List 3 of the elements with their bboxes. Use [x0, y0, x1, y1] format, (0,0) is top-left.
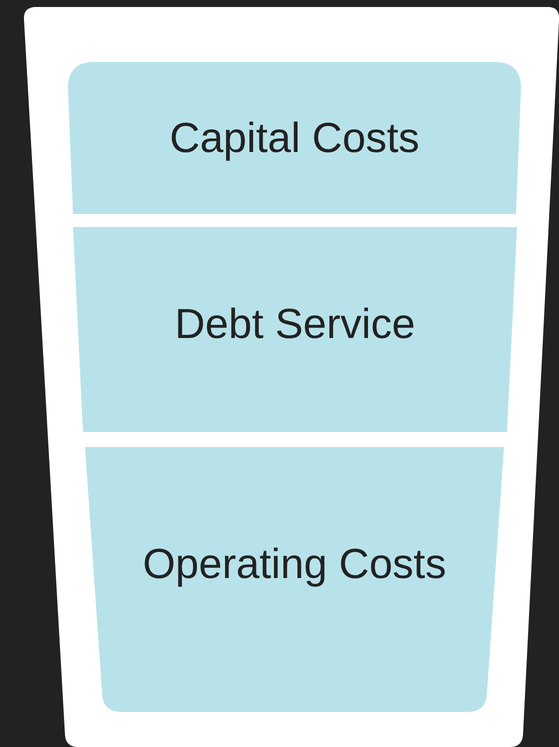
band-label: Capital Costs	[170, 114, 420, 162]
band-label: Debt Service	[174, 301, 416, 348]
band-label: Operating Costs	[142, 541, 446, 588]
